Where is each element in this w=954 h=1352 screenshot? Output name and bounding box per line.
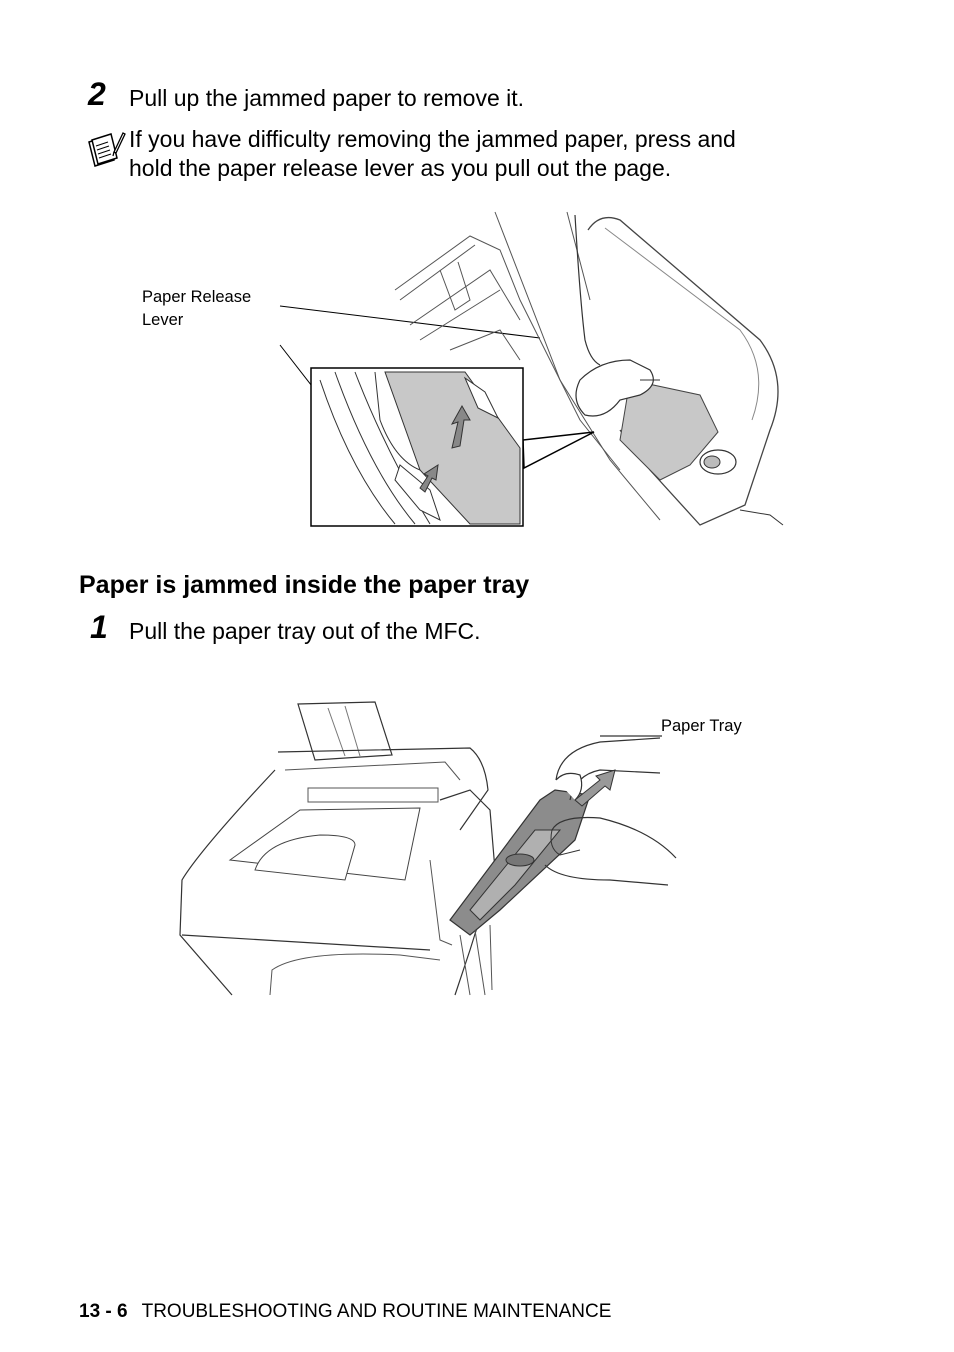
note-text-line-2: hold the paper release lever as you pull… [129, 155, 672, 181]
callout-paper-release-line-1: Paper Release [142, 288, 252, 306]
page-number: 13 - 6 [79, 1301, 128, 1322]
section-heading: Paper is jammed inside the paper tray [79, 571, 530, 599]
step-number-1: 1 [90, 609, 108, 645]
step-2-text: Pull up the jammed paper to remove it. [129, 85, 525, 111]
step-1-text: Pull the paper tray out of the MFC. [129, 618, 481, 644]
step-number-2: 2 [88, 76, 106, 112]
note-text-line-1: If you have difficulty removing the jamm… [129, 126, 736, 152]
chapter-title: TROUBLESHOOTING AND ROUTINE MAINTENANCE [141, 1301, 612, 1322]
callout-paper-tray: Paper Tray [661, 717, 742, 735]
note-pencil-icon [88, 132, 126, 167]
callout-paper-release-line-2: Lever [142, 311, 184, 329]
page-footer: 13 - 6 TROUBLESHOOTING AND ROUTINE MAINTE… [79, 1300, 611, 1324]
